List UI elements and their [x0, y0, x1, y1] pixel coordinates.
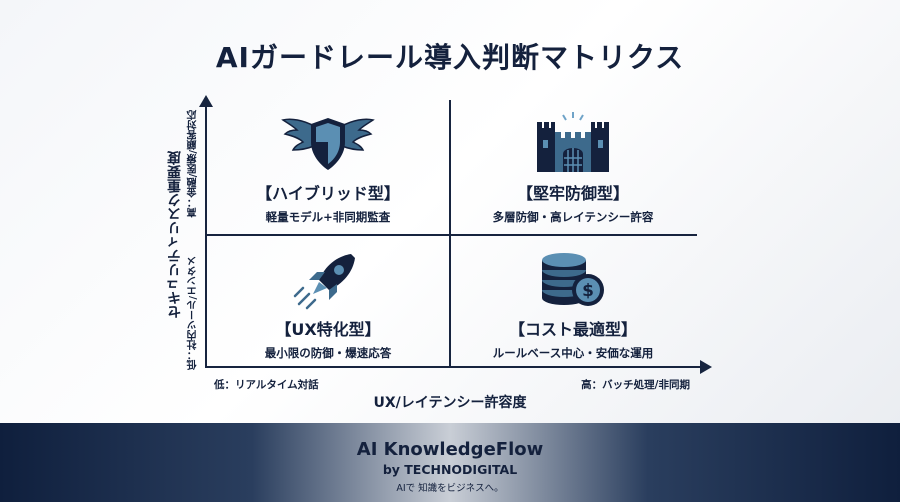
page-title: AIガードレール導入判断マトリクス: [215, 41, 685, 74]
quadrant-robust: 【堅牢防御型】 多層防御・高レイテンシー許容: [451, 110, 695, 225]
footer-banner: AI KnowledgeFlow by TECHNODIGITAL AIで 知識…: [0, 423, 900, 502]
shield-wings-icon: [281, 118, 375, 170]
quadrant-hybrid: 【ハイブリッド型】 軽量モデル+非同期監査: [206, 112, 450, 225]
footer-tagline: AIで 知識をビジネスへ。: [396, 483, 504, 494]
x-axis-line: [205, 366, 703, 368]
footer-brand: AI KnowledgeFlow: [356, 439, 544, 460]
x-axis-high-label: 高：バッチ処理/非同期: [581, 379, 690, 391]
y-axis-arrow: [199, 95, 213, 107]
x-axis-low-label: 低：リアルタイム対話: [214, 379, 319, 391]
quadrant-cost: $ 【コスト最適型】 ルールベース中心・安価な運用: [451, 250, 695, 361]
x-axis-arrow: [700, 360, 712, 374]
quadrant-name: 【UX特化型】: [275, 320, 381, 339]
svg-text:$: $: [582, 281, 594, 301]
quadrant-description: 多層防御・高レイテンシー許容: [492, 210, 654, 224]
quadrant-ux: 【UX特化型】 最小限の防御・爆速応答: [206, 250, 450, 361]
rocket-icon: [293, 254, 355, 310]
quadrant-description: 最小限の防御・爆速応答: [264, 346, 392, 360]
y-axis-high-label: 高：金融/医療/顧客対応: [188, 110, 199, 218]
quadrant-name: 【堅牢防御型】: [516, 184, 629, 203]
y-axis-line: [205, 105, 207, 367]
vertical-divider: [449, 100, 451, 366]
quadrant-name: 【コスト最適型】: [508, 320, 637, 339]
quadrant-description: 軽量モデル+非同期監査: [265, 210, 391, 224]
castle-icon: [537, 112, 609, 172]
quadrant-name: 【ハイブリッド型】: [256, 184, 400, 203]
horizontal-divider: [205, 234, 697, 236]
y-axis-low-label: 低：社内ツール/エンタメ: [188, 256, 199, 370]
x-axis-title: UX/レイテンシー許容度: [373, 395, 527, 411]
quadrant-description: ルールベース中心・安価な運用: [492, 346, 654, 360]
y-axis-title: セキュリティリスク重要度: [167, 151, 183, 319]
footer-company: by TECHNODIGITAL: [382, 462, 518, 477]
coin-stack-icon: $: [542, 253, 604, 306]
